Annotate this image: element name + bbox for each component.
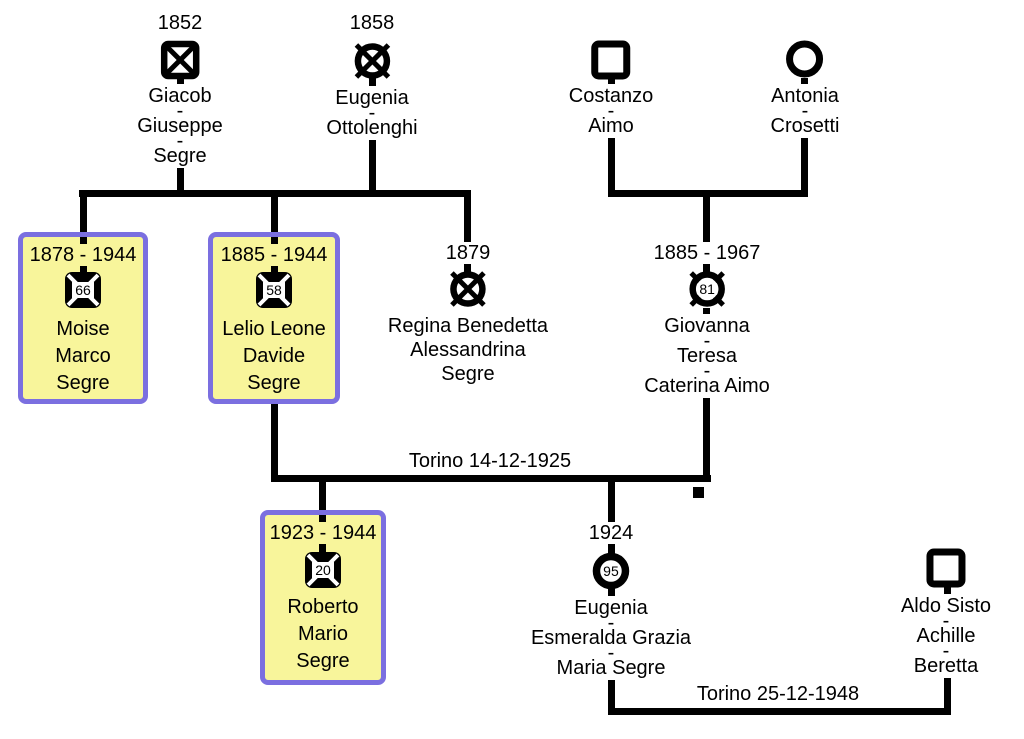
person-name: Costanzo - Aimo [565, 84, 657, 138]
birth-year: 1852 [154, 12, 206, 34]
deceased-female-age-icon[interactable]: 81 [686, 268, 728, 310]
drop-line-roberto [319, 480, 326, 512]
person-aldo-beretta[interactable]: Aldo Sisto - Achille - Beretta [897, 548, 995, 678]
birth-year: 1924 [585, 522, 637, 544]
marriage-line-segre-aimo [271, 475, 711, 482]
life-years: 1923 - 1944 [266, 522, 380, 544]
birth-year: 1858 [346, 12, 398, 34]
person-name: Moise Marco Segre [55, 318, 111, 394]
person-name: Giovanna - Teresa - Caterina Aimo [641, 314, 773, 398]
life-years: 1878 - 1944 [26, 244, 140, 266]
marriage-label-segre-beretta: Torino 25-12-1948 [692, 682, 864, 706]
person-antonia-crosetti[interactable]: Antonia - Crosetti [767, 38, 843, 138]
person-giovanna-aimo[interactable]: 1885 - 1967 81 Giovanna - Teresa - Cater… [641, 242, 773, 398]
person-name: Antonia - Crosetti [767, 84, 843, 138]
age-at-death: 81 [699, 281, 715, 297]
person-name: Regina Benedetta Alessandrina Segre [384, 314, 552, 386]
deceased-male-icon[interactable] [160, 40, 200, 80]
drop-line-eugenia-segre [608, 480, 615, 555]
person-eugenia-ottolenghi[interactable]: 1858 Eugenia - Ottolenghi [323, 12, 421, 140]
drop-line-giovanna [703, 190, 710, 276]
highlight-box-roberto[interactable]: 1923 - 1944 20 Roberto Mario Segre [260, 510, 386, 685]
person-regina-benedetta-segre[interactable]: 1879 Regina Benedetta Alessandrina Segre [384, 242, 552, 386]
person-name: Roberto Mario Segre [287, 596, 359, 672]
male-icon[interactable] [926, 548, 966, 588]
female-icon[interactable] [784, 38, 826, 80]
union-marker [693, 487, 704, 498]
person-name: Eugenia - Esmeralda Grazia - Maria Segre [527, 596, 695, 680]
deceased-female-icon[interactable] [351, 40, 393, 82]
male-icon[interactable] [591, 40, 631, 80]
person-name: Lelio Leone Davide Segre [222, 318, 326, 394]
female-age-icon[interactable]: 95 [590, 550, 632, 592]
highlight-box-moise[interactable]: 1878 - 1944 66 Moise Marco Segre [18, 232, 148, 404]
drop-line-regina [464, 190, 471, 276]
person-costanzo-aimo[interactable]: Costanzo - Aimo [565, 40, 657, 138]
age: 95 [603, 563, 619, 579]
person-name: Eugenia - Ottolenghi [323, 86, 421, 140]
highlight-box-lelio[interactable]: 1885 - 1944 58 Lelio Leone Davide Segre [208, 232, 340, 404]
drop-line-moise [80, 190, 87, 234]
person-name: Aldo Sisto - Achille - Beretta [897, 594, 995, 678]
person-name: Giacob - Giuseppe - Segre [134, 84, 226, 168]
deceased-male-age-icon[interactable]: 20 [303, 550, 343, 590]
age-at-death: 66 [75, 282, 91, 298]
deceased-male-age-icon[interactable]: 66 [63, 270, 103, 310]
age-at-death: 58 [266, 282, 282, 298]
life-years: 1885 - 1944 [217, 244, 331, 266]
deceased-female-icon[interactable] [447, 268, 489, 310]
birth-year: 1879 [442, 242, 494, 264]
person-giacob-giuseppe-segre[interactable]: 1852 Giacob - Giuseppe - Segre [134, 12, 226, 168]
person-eugenia-segre[interactable]: 1924 95 Eugenia - Esmeralda Grazia - Mar… [527, 522, 695, 680]
life-years: 1885 - 1967 [650, 242, 764, 264]
deceased-male-age-icon[interactable]: 58 [254, 270, 294, 310]
descent-line-lelio [271, 400, 278, 482]
marriage-line-segre-beretta [608, 708, 948, 715]
age-at-death: 20 [315, 562, 331, 578]
marriage-label-segre-aimo: Torino 14-12-1925 [404, 449, 576, 473]
drop-line-lelio [271, 190, 278, 234]
